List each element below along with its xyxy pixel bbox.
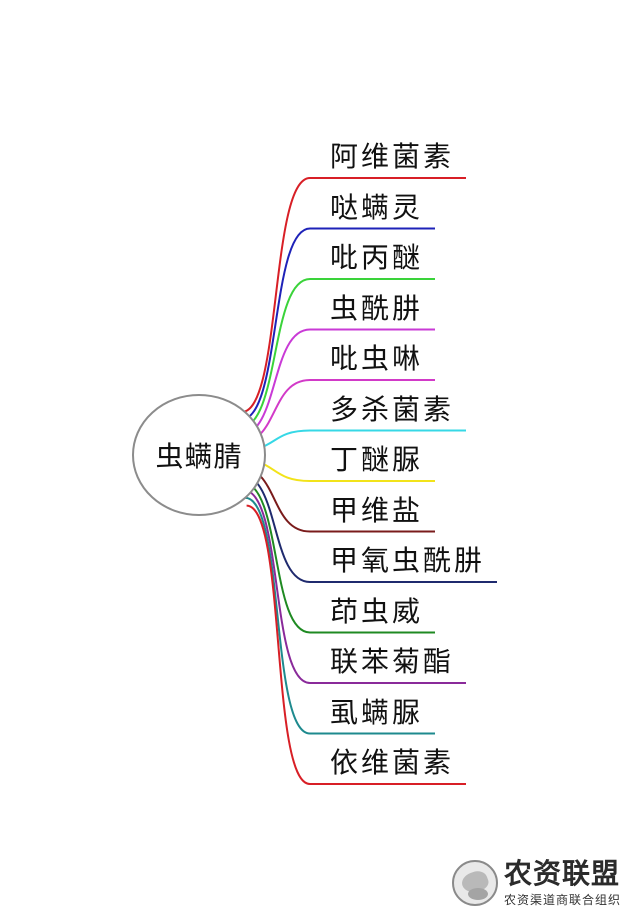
- branch-label: 多杀菌素: [330, 392, 455, 426]
- branch-connector: [246, 504, 466, 785]
- branch-label: 丁醚脲: [330, 443, 424, 476]
- branch-label: 依维菌素: [330, 746, 455, 779]
- branch-label: 虫酰肼: [330, 291, 424, 325]
- branch-label: 哒螨灵: [330, 190, 424, 224]
- branch-connector: [244, 496, 435, 735]
- branch-connector: [243, 489, 466, 684]
- watermark: 农资联盟 农资渠道商联合组织: [452, 858, 634, 912]
- central-topic-node: [132, 394, 266, 516]
- branch-label: 虱螨脲: [330, 695, 424, 729]
- branch-label: 甲氧虫酰肼: [330, 544, 486, 577]
- watermark-title: 农资联盟: [504, 857, 621, 890]
- branch-connector: [241, 177, 466, 413]
- branch-connector: [241, 481, 435, 634]
- branch-label: 吡虫啉: [330, 342, 424, 375]
- watermark-seal-logo: [452, 860, 498, 906]
- branch-label: 甲维盐: [330, 493, 424, 527]
- branch-connector: [240, 227, 435, 421]
- branch-label: 阿维菌素: [330, 140, 455, 173]
- branch-label: 茚虫威: [330, 594, 424, 628]
- branch-label: 联苯菊酯: [330, 645, 455, 678]
- branch-label: 吡丙醚: [330, 241, 424, 274]
- watermark-subtitle: 农资渠道商联合组织: [504, 893, 622, 907]
- central-topic-label: 虫螨腈: [155, 440, 243, 473]
